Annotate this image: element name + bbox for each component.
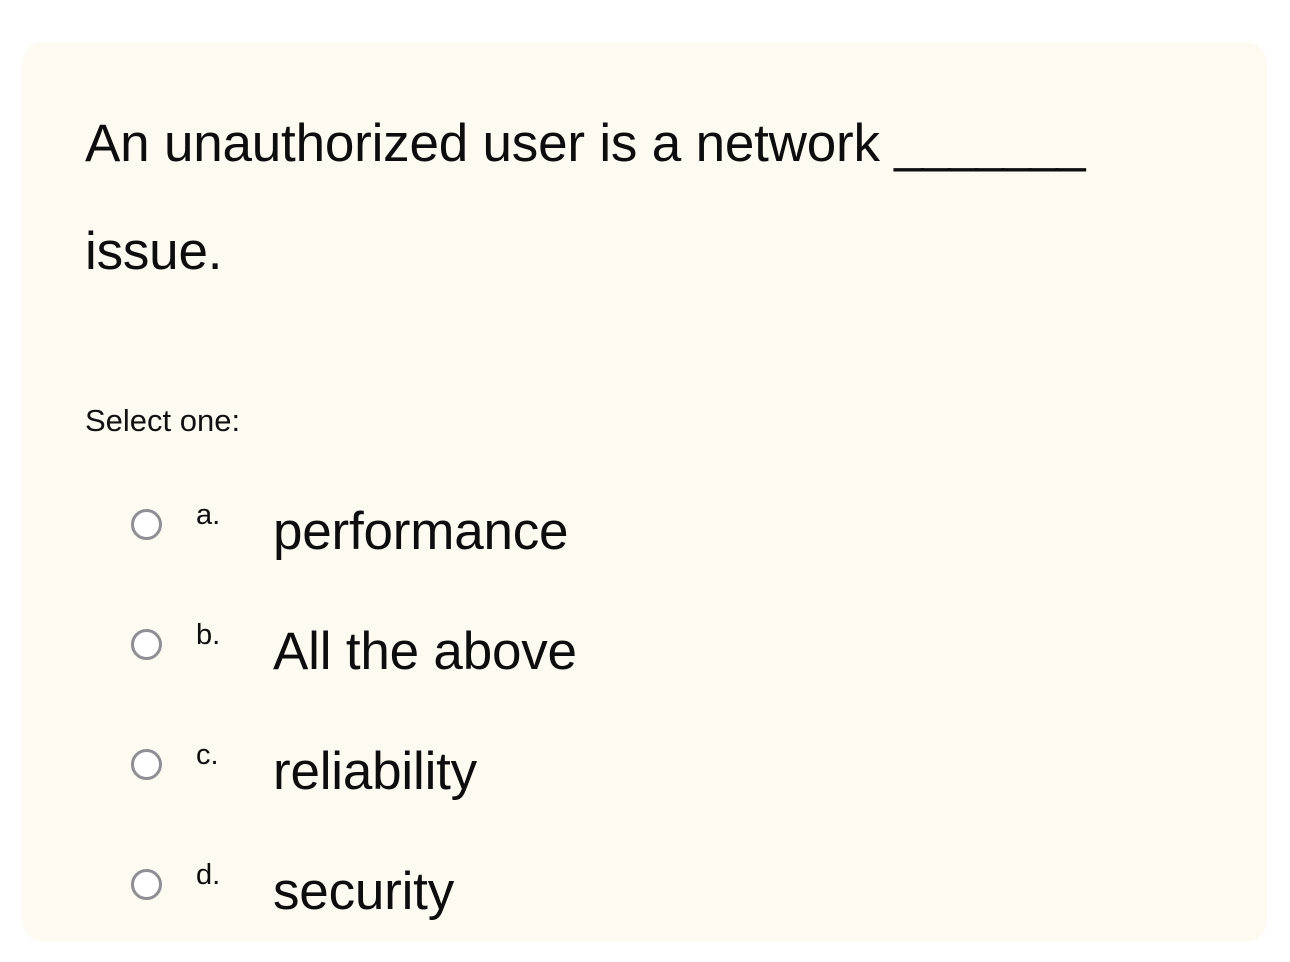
question-text-before-blank: An unauthorized user is a network (85, 114, 895, 173)
option-label-b[interactable]: All the above (273, 622, 577, 681)
option-row-a[interactable]: a. performance (85, 482, 1245, 602)
question-card: An unauthorized user is a network ______… (22, 42, 1267, 942)
radio-unchecked-icon[interactable] (131, 749, 162, 780)
option-row-c[interactable]: c. reliability (85, 722, 1245, 842)
option-row-b[interactable]: b. All the above (85, 602, 1245, 722)
question-text-after-blank: issue. (85, 222, 223, 281)
radio-unchecked-icon[interactable] (131, 509, 162, 540)
answer-options-list: a. performance b. All the above c. relia… (85, 482, 1245, 962)
radio-unchecked-icon[interactable] (131, 629, 162, 660)
select-one-label: Select one: (85, 403, 241, 438)
option-letter-c: c. (196, 739, 219, 771)
option-letter-b: b. (196, 619, 221, 651)
option-label-c[interactable]: reliability (273, 742, 477, 801)
question-blank: _______ (894, 114, 1085, 173)
option-letter-d: d. (196, 859, 221, 891)
option-label-d[interactable]: security (273, 862, 455, 921)
question-stem: An unauthorized user is a network ______… (85, 90, 1205, 306)
radio-unchecked-icon[interactable] (131, 869, 162, 900)
option-label-a[interactable]: performance (273, 502, 569, 561)
option-row-d[interactable]: d. security (85, 842, 1245, 962)
option-letter-a: a. (196, 499, 221, 531)
